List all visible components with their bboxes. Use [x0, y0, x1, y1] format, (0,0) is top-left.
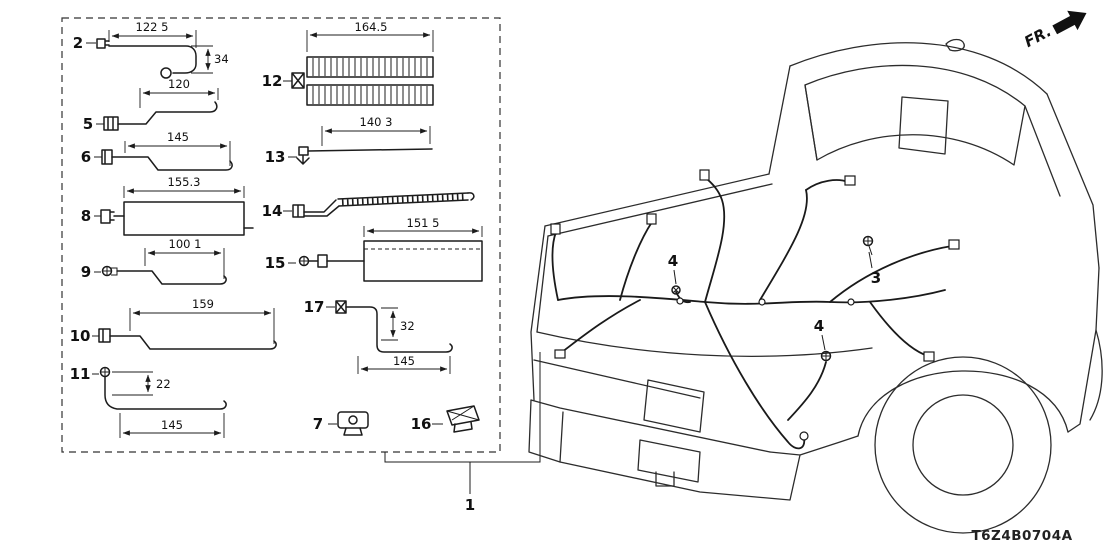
part-7-number: 7: [313, 415, 323, 433]
truck-bumper-top: [530, 399, 771, 453]
part-13-dim-length: 140 3: [360, 115, 393, 129]
part-7: 7: [313, 411, 369, 436]
fr-arrow-icon: [1052, 10, 1087, 35]
truck-bumper-face: [559, 451, 801, 501]
part-11-number: 11: [70, 365, 91, 383]
harness-connectors: [550, 169, 960, 441]
part-17-dim-height: 32: [400, 319, 415, 333]
part-15-number: 15: [265, 254, 286, 272]
callout-3-label: 3: [871, 269, 881, 287]
callout-1: 1: [384, 352, 541, 514]
truck-bumper-step: [637, 439, 701, 483]
truck-bumper-left: [528, 399, 564, 463]
callout-1-label: 1: [465, 496, 475, 514]
part-12: 12 164.5: [262, 20, 434, 106]
part-15: 15 151 5: [265, 216, 483, 282]
callout-4b-label: 4: [814, 317, 824, 335]
part-14-number: 14: [262, 202, 283, 220]
part-13: 13 140 3: [265, 115, 433, 166]
part-2-dim-length: 122 5: [136, 20, 169, 34]
callout-4a-label: 4: [668, 252, 678, 270]
truck-bed-left-edge: [530, 225, 549, 401]
truck-rear-window: [804, 64, 1026, 166]
truck-right-pillar: [1024, 93, 1100, 269]
part-11: 11 22 145: [70, 365, 227, 438]
part-13-number: 13: [265, 148, 286, 166]
part-11-dim-height: 22: [156, 377, 171, 391]
truck-antenna: [945, 38, 965, 52]
part-2-dim-height: 34: [214, 52, 229, 66]
truck-rear-tire: [874, 356, 1052, 534]
truck-wheel-arch: [857, 370, 1069, 437]
truck-rocker: [799, 267, 1100, 456]
truck-bed-rail: [544, 173, 773, 237]
truck-roof: [789, 42, 1048, 95]
part-10-dim-length: 159: [192, 297, 214, 311]
part-10-number: 10: [70, 327, 91, 345]
truck-left-pillar: [768, 65, 818, 175]
part-5: 5 120: [83, 77, 219, 133]
part-16-number: 16: [411, 415, 432, 433]
part-6-dim-length: 145: [167, 130, 189, 144]
part-8: 8 155.3: [81, 175, 254, 236]
part-8-number: 8: [81, 207, 91, 225]
part-17: 17 32 145: [304, 298, 453, 374]
part-11-dim-length: 145: [161, 418, 183, 432]
truck-hitch: [655, 471, 675, 487]
part-5-number: 5: [83, 115, 93, 133]
fr-direction-indicator: FR.: [1021, 10, 1087, 51]
part-14: 14: [262, 192, 475, 220]
detail-box-border: [61, 17, 501, 453]
bolt-4b: 4: [814, 317, 832, 362]
part-10: 10 159: [70, 297, 277, 350]
part-17-number: 17: [304, 298, 325, 316]
bolt-3: 3: [862, 235, 881, 287]
truck-window-panel: [898, 96, 949, 155]
part-15-dim-length: 151 5: [407, 216, 440, 230]
part-2-number: 2: [73, 34, 83, 52]
diagram-part-code: T6Z4B0704A: [971, 528, 1072, 544]
part-9-number: 9: [81, 263, 91, 281]
part-17-dim-length: 145: [393, 354, 415, 368]
part-2: 2 122 5 34: [73, 20, 229, 79]
part-8-dim-length: 155.3: [168, 175, 201, 189]
part-6: 6 145: [81, 130, 233, 171]
truck-front-arch-hint: [1089, 329, 1103, 421]
part-12-number: 12: [262, 72, 283, 90]
part-9: 9 100 1: [81, 237, 227, 285]
truck-rear-rim: [912, 394, 1014, 496]
wire-harness: [551, 177, 953, 450]
clip-4a: 4: [668, 252, 681, 295]
part-5-dim-length: 120: [168, 77, 190, 91]
fr-label: FR.: [1021, 22, 1054, 51]
truck-rear-view: [528, 38, 1103, 534]
part-6-number: 6: [81, 148, 91, 166]
part-16: 16: [411, 405, 480, 433]
truck-rear-panel: [533, 359, 701, 399]
truck-license-recess: [643, 379, 705, 433]
part-9-dim-length: 100 1: [169, 237, 202, 251]
part-12-dim-length: 164.5: [355, 20, 388, 34]
